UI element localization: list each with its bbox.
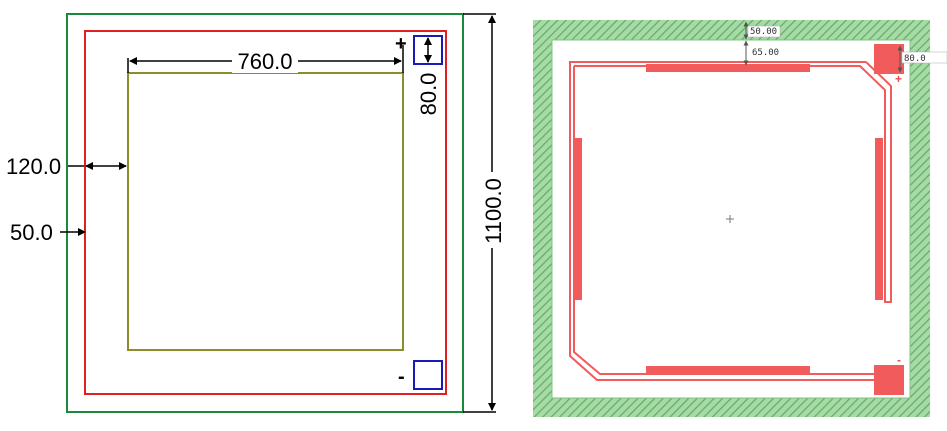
gap-dimension-label: 120.0 xyxy=(6,154,61,179)
negative-terminal-label-layout: - xyxy=(897,353,901,367)
pad-dimension-label: 80.0 xyxy=(416,73,441,116)
outer-boundary xyxy=(66,13,464,413)
schematic-drawing: 760.0 80.0 120.0 50.0 1100.0 + - xyxy=(6,13,506,413)
edge-dimension-label: 50.0 xyxy=(10,220,53,245)
contact-pad-bottom-layout xyxy=(874,365,904,395)
heater-segment-right xyxy=(875,138,883,300)
contact-pad-top xyxy=(413,35,443,65)
height-dimension-label: 1100.0 xyxy=(481,178,506,244)
positive-terminal-label: + xyxy=(395,33,407,55)
negative-terminal-label: - xyxy=(398,366,405,388)
top-dimension-label-2: 65.00 xyxy=(752,48,779,58)
top-dimension-label-1: 50.00 xyxy=(750,27,777,37)
contact-pad-bottom xyxy=(413,360,443,390)
mask-layout: 50.00 65.00 80.0 + - xyxy=(533,20,947,417)
width-dimension-label: 760.0 xyxy=(237,49,292,74)
right-dimension-label: 80.0 xyxy=(904,54,926,64)
heater-segment-top xyxy=(646,64,810,72)
heater-segment-left xyxy=(574,138,582,300)
heater-outline xyxy=(84,30,447,395)
positive-terminal-label-layout: + xyxy=(895,72,902,86)
heater-segment-bottom xyxy=(646,366,810,374)
active-area xyxy=(127,72,404,351)
center-crosshair xyxy=(726,215,734,223)
